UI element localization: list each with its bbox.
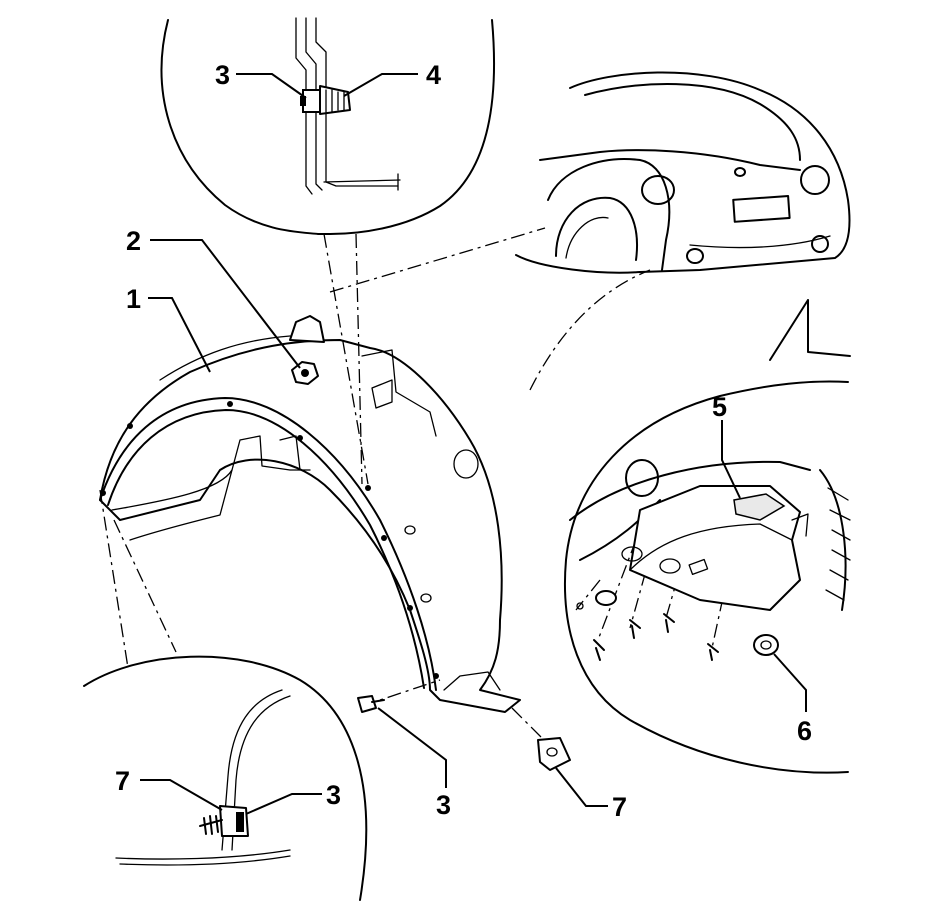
callout-5: 5 (712, 392, 727, 422)
clip-nut-7 (537, 737, 571, 771)
callout-6: 6 (797, 716, 812, 746)
callout-7-main: 7 (612, 792, 627, 822)
callout-3-bottom-detail: 3 (326, 780, 341, 810)
callout-labels: 3 4 2 1 5 6 3 7 7 3 (115, 60, 812, 822)
callout-1: 1 (126, 284, 141, 314)
detail-circle-bottom (83, 655, 368, 901)
wheel-housing-liner (99, 315, 521, 713)
screw-3 (357, 695, 385, 713)
detail-circle-top (160, 17, 495, 235)
callout-3-main: 3 (436, 790, 451, 820)
connection-lines (99, 227, 851, 745)
car-rear-view (515, 71, 851, 274)
detail-circle-right (564, 380, 851, 774)
callout-4: 4 (426, 60, 441, 90)
callout-3-top-detail: 3 (215, 60, 230, 90)
callout-7-bottom-detail: 7 (115, 766, 130, 796)
leader-lines (140, 73, 807, 815)
callout-2: 2 (126, 226, 141, 256)
